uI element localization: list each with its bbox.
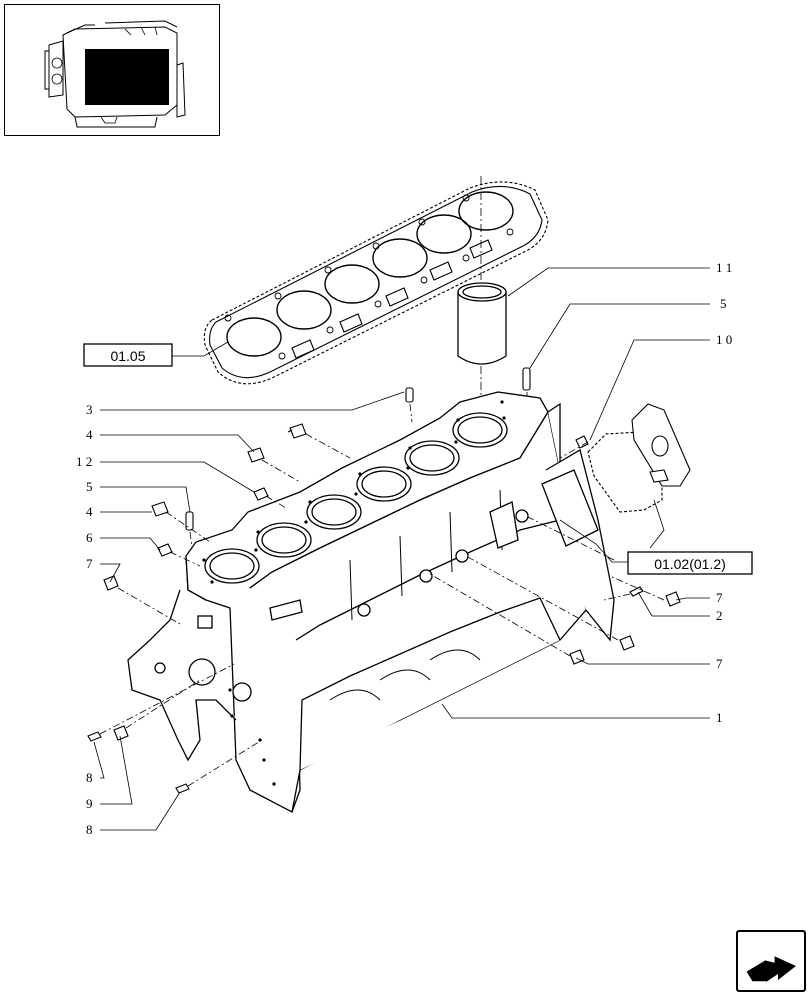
plug-4a [287,423,307,439]
next-page-arrow-icon [745,956,796,983]
plug-7b [665,591,681,607]
deck-holes [202,400,506,786]
engine-thumbnail-drawing [44,20,186,128]
callout-4b: 4 [86,504,93,519]
ref-box-pump[interactable]: 01.02(01.2) [627,551,753,575]
plug-6 [157,543,173,557]
plug-4c [151,501,169,517]
callout-10: 1 0 [716,332,732,347]
pin-8b [175,783,190,794]
plug-7a [103,575,119,591]
callout-7b: 7 [716,590,723,605]
pin-8a [87,731,102,742]
ref-label-pump: 01.02(01.2) [654,556,726,572]
engine-block-highlight [85,49,169,105]
dowel-pin-top [522,367,531,391]
plug-9 [113,725,129,741]
head-gasket [203,181,549,385]
engine-thumbnail [4,4,220,136]
callout-2: 2 [716,608,723,623]
assembly-lines [99,403,665,787]
callout-5b: 5 [86,479,93,494]
plug-7c [569,649,585,665]
plug-3 [405,387,414,403]
callout-1: 1 [716,710,723,725]
plugs [87,387,681,794]
next-page-button[interactable] [736,930,806,992]
callout-4a: 4 [86,427,93,442]
leader-lines [93,267,710,831]
callout-7a: 7 [86,556,93,571]
ref-label-gasket: 01.05 [110,348,145,364]
pin-5b [185,511,194,531]
plug-4b [247,447,265,463]
callout-3: 3 [86,402,93,417]
plug-10 [575,435,589,449]
callout-8b: 8 [86,822,93,837]
ref-box-gasket[interactable]: 01.05 [83,343,173,367]
callout-5a: 5 [720,296,727,311]
callout-12: 1 2 [76,454,92,469]
callout-labels: 1 1 5 1 0 3 4 1 2 5 4 6 7 7 2 7 1 8 9 8 [76,260,732,837]
engine-block [127,391,615,813]
callout-6: 6 [86,530,93,545]
callout-11: 1 1 [716,260,732,275]
pin-2 [629,586,644,597]
pump-cover [587,403,691,513]
callout-7c: 7 [716,656,723,671]
plug-7d [619,635,635,651]
callout-9: 9 [86,796,93,811]
plug-12 [253,487,269,501]
callout-8a: 8 [86,770,93,785]
cylinder-liner [457,282,507,365]
